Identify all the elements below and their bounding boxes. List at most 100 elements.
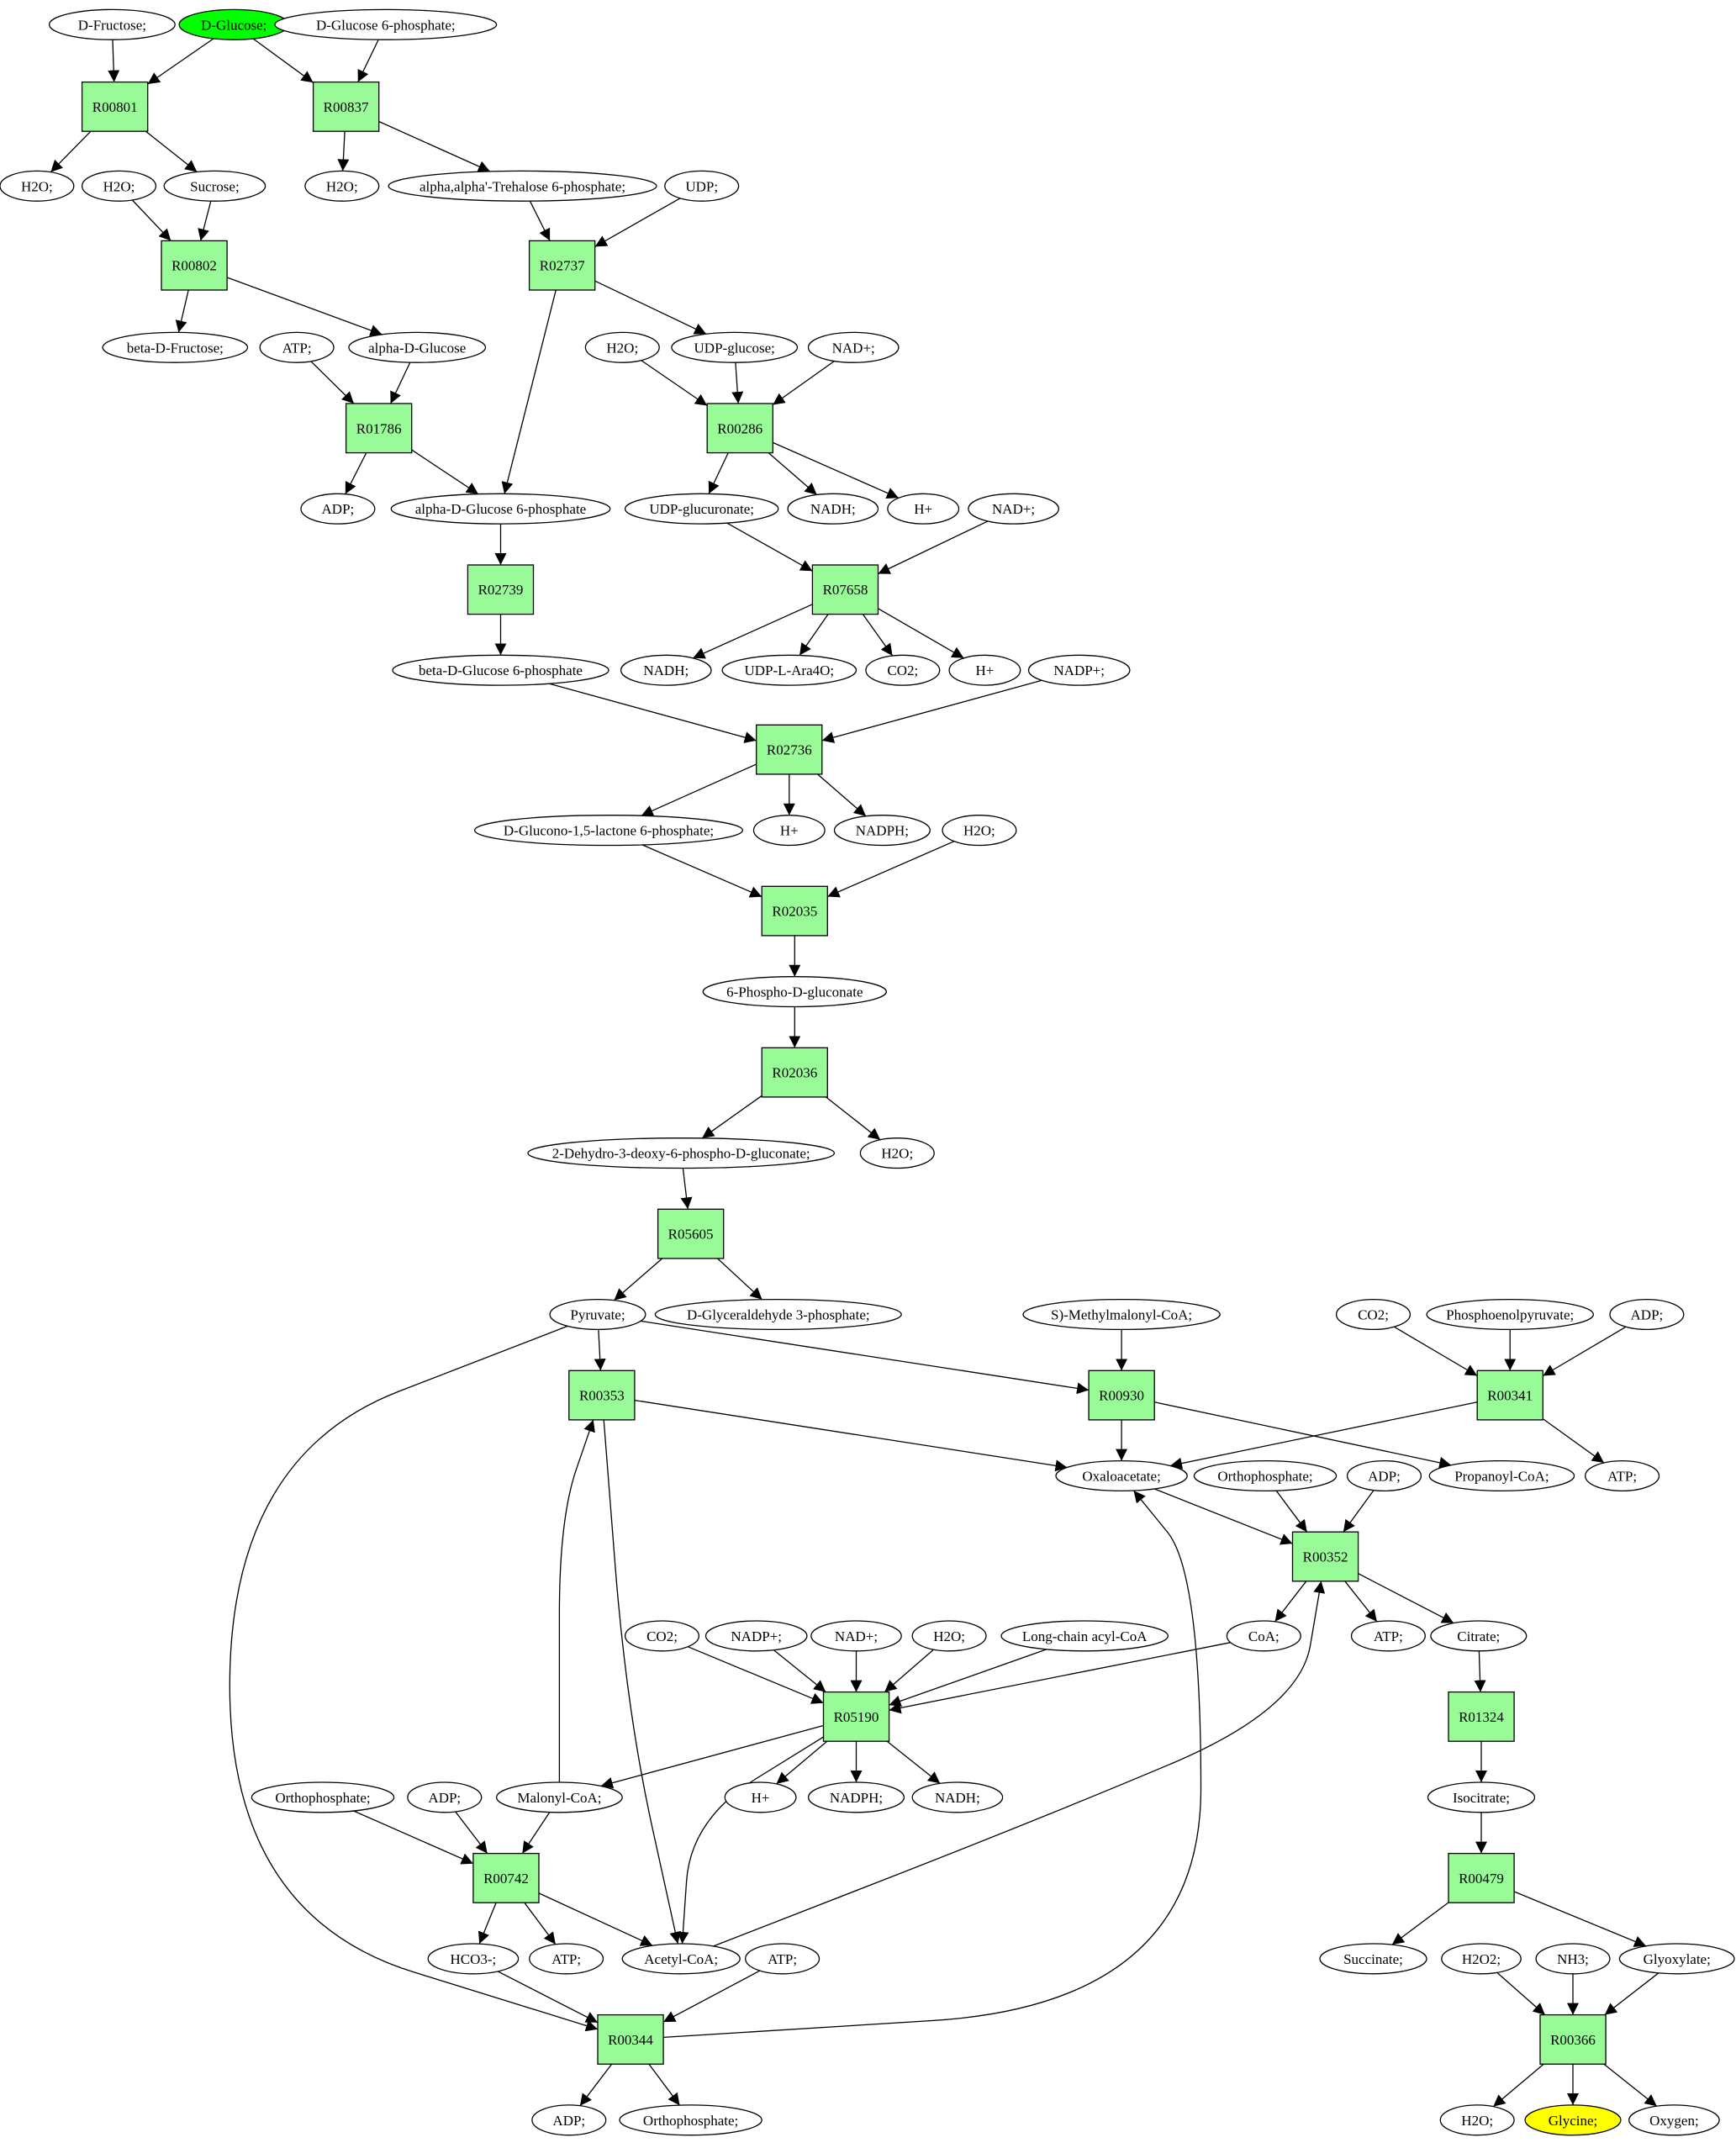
reaction-node-r_R02739[interactable]: R02739 [467,564,535,615]
reaction-node-r_R02035[interactable]: R02035 [761,885,828,937]
reaction-node-r_R00801[interactable]: R00801 [81,81,149,132]
compound-node-c_h2o_2[interactable]: H2O; [81,170,157,202]
compound-node-c_udpglucuronate[interactable]: UDP-glucuronate; [624,493,779,525]
reaction-node-r_R00352[interactable]: R00352 [1291,1531,1359,1582]
compound-node-c_pep[interactable]: Phosphoenolpyruvate; [1426,1298,1595,1331]
compound-node-c_dglucose[interactable]: D-Glucose; [178,8,289,40]
reaction-node-r_R01786[interactable]: R01786 [345,403,413,454]
compound-node-c_hco3[interactable]: HCO3-; [427,1943,520,1975]
compound-node-c_nadph_1[interactable]: NADPH; [833,815,931,847]
compound-node-c_glyoxylate[interactable]: Glyoxylate; [1618,1943,1735,1975]
compound-node-c_pyruvate[interactable]: Pyruvate; [549,1298,646,1331]
compound-node-c_adp_3[interactable]: ADP; [1346,1459,1422,1492]
reaction-node-r_R00742[interactable]: R00742 [472,1852,540,1903]
compound-label: CO2; [1358,1307,1389,1323]
compound-node-c_h2o_1[interactable]: H2O; [0,170,75,202]
compound-node-c_nad_1[interactable]: NAD+; [807,331,900,363]
compound-node-c_citrate[interactable]: Citrate; [1430,1620,1528,1652]
reaction-label: R00837 [324,99,369,115]
compound-node-c_nad_3[interactable]: NAD+; [810,1620,902,1652]
compound-node-c_adp_4[interactable]: ADP; [407,1781,483,1813]
compound-node-c_adg6p[interactable]: alpha-D-Glucose 6-phosphate [390,493,611,525]
compound-label: UDP; [685,178,718,194]
compound-node-c_longchain[interactable]: Long-chain acyl-CoA [1000,1620,1169,1652]
compound-node-c_coa[interactable]: CoA; [1226,1620,1301,1652]
compound-node-c_atp_4[interactable]: ATP; [529,1943,604,1975]
compound-node-c_co2_2[interactable]: CO2; [1335,1298,1411,1331]
compound-node-c_h2o_4[interactable]: H2O; [584,331,660,363]
compound-node-c_hplus_4[interactable]: H+ [724,1781,797,1813]
compound-node-c_nadp_1[interactable]: NADP+; [1027,654,1131,686]
compound-node-c_h2o2[interactable]: H2O2; [1441,1943,1522,1975]
compound-node-c_adp_5[interactable]: ADP; [531,2104,607,2136]
compound-node-c_trehalose6p[interactable]: alpha,alpha'-Trehalose 6-phosphate; [388,170,657,202]
reaction-node-r_R05605[interactable]: R05605 [657,1208,725,1259]
compound-node-c_sucrose[interactable]: Sucrose; [163,170,266,202]
compound-node-c_nadh_3[interactable]: NADH; [911,1781,1004,1813]
compound-node-c_oxaloacetate[interactable]: Oxaloacetate; [1055,1459,1188,1492]
compound-node-c_h2o_8[interactable]: H2O; [1439,2104,1515,2136]
compound-node-c_dglc6p_top[interactable]: D-Glucose 6-phosphate; [274,8,498,40]
compound-node-c_nad_2[interactable]: NAD+; [968,493,1059,525]
compound-node-c_nadp_2[interactable]: NADP+; [704,1620,808,1652]
compound-node-c_udplara4o[interactable]: UDP-L-Ara4O; [721,654,857,686]
compound-node-c_adglucose[interactable]: alpha-D-Glucose [348,331,487,363]
compound-node-c_kdpg[interactable]: 2-Dehydro-3-deoxy-6-phospho-D-gluconate; [527,1137,836,1169]
compound-node-c_hplus_3[interactable]: H+ [752,815,826,847]
reaction-node-r_R05190[interactable]: R05190 [822,1691,890,1742]
compound-node-c_adp_2[interactable]: ADP; [1609,1298,1685,1331]
compound-node-c_smethylmalonyl[interactable]: S)-Methylmalonyl-CoA; [1022,1298,1221,1331]
compound-node-c_orthophosphate_3[interactable]: Orthophosphate; [619,2104,762,2136]
compound-node-c_nh3[interactable]: NH3; [1535,1943,1611,1975]
compound-node-c_nadph_2[interactable]: NADPH; [807,1781,905,1813]
compound-node-c_udpglucose[interactable]: UDP-glucose; [671,331,799,363]
compound-node-c_h2o_7[interactable]: H2O; [911,1620,987,1652]
compound-node-c_h2o_3[interactable]: H2O; [304,170,380,202]
compound-node-c_hplus_2[interactable]: H+ [948,654,1021,686]
compound-node-c_udp[interactable]: UDP; [664,170,740,202]
reaction-node-r_R02036[interactable]: R02036 [761,1047,828,1098]
compound-node-c_h2o_6[interactable]: H2O; [859,1137,935,1169]
compound-node-c_bdg6p[interactable]: beta-D-Glucose 6-phosphate [392,654,609,686]
compound-node-c_propanoylcoa[interactable]: Propanoyl-CoA; [1428,1459,1575,1492]
compound-node-c_co2_1[interactable]: CO2; [865,654,941,686]
compound-node-c_acetylcoa[interactable]: Acetyl-CoA; [621,1943,741,1975]
compound-node-c_atp_5[interactable]: ATP; [745,1943,821,1975]
reaction-label: R00353 [579,1388,625,1404]
compound-node-c_bdfructose[interactable]: beta-D-Fructose; [102,331,249,363]
compound-node-c_6pgluconate[interactable]: 6-Phospho-D-gluconate [702,976,887,1008]
compound-node-c_atp_1[interactable]: ATP; [259,331,335,363]
reaction-node-r_R00366[interactable]: R00366 [1539,2013,1607,2065]
reaction-node-r_R00837[interactable]: R00837 [312,81,380,132]
reaction-node-r_R00344[interactable]: R00344 [597,2013,664,2065]
compound-node-c_atp_3[interactable]: ATP; [1350,1620,1426,1652]
compound-node-c_atp_2[interactable]: ATP; [1585,1459,1660,1492]
reaction-node-r_R00286[interactable]: R00286 [706,403,773,454]
compound-node-c_dga3p[interactable]: D-Glyceraldehyde 3-phosphate; [654,1298,902,1331]
reaction-node-r_R01324[interactable]: R01324 [1448,1691,1515,1742]
compound-node-c_nadh_1[interactable]: NADH; [787,493,879,525]
reaction-node-r_R02736[interactable]: R02736 [756,724,823,775]
compound-node-c_h2o_5[interactable]: H2O; [942,815,1017,847]
reaction-node-r_R00353[interactable]: R00353 [568,1370,636,1421]
compound-node-c_hplus_1[interactable]: H+ [887,493,960,525]
reaction-node-r_R00802[interactable]: R00802 [161,240,228,291]
compound-node-c_dfructose[interactable]: D-Fructose; [48,8,176,40]
compound-node-c_orthophosphate_1[interactable]: Orthophosphate; [1193,1459,1338,1492]
compound-node-c_co2_3[interactable]: CO2; [624,1620,700,1652]
compound-node-c_adp_1[interactable]: ADP; [300,493,376,525]
compound-node-c_succinate[interactable]: Succinate; [1319,1943,1427,1975]
compound-node-c_isocitrate[interactable]: Isocitrate; [1427,1781,1536,1813]
compound-node-c_dglucono[interactable]: D-Glucono-1,5-lactone 6-phosphate; [473,815,744,847]
compound-node-c_oxygen[interactable]: Oxygen; [1628,2104,1720,2136]
edge-r_R01786-to-c_adg6p [411,449,479,495]
reaction-node-r_R00930[interactable]: R00930 [1088,1370,1155,1421]
compound-node-c_malonylcoa[interactable]: Malonyl-CoA; [495,1781,623,1813]
reaction-node-r_R02737[interactable]: R02737 [528,240,596,291]
reaction-node-r_R07658[interactable]: R07658 [811,564,879,615]
reaction-node-r_R00341[interactable]: R00341 [1476,1370,1543,1421]
compound-node-c_nadh_2[interactable]: NADH; [620,654,712,686]
reaction-node-r_R00479[interactable]: R00479 [1448,1852,1515,1903]
compound-node-c_orthophosphate_2[interactable]: Orthophosphate; [251,1781,395,1813]
compound-node-c_glycine[interactable]: Glycine; [1524,2104,1622,2136]
